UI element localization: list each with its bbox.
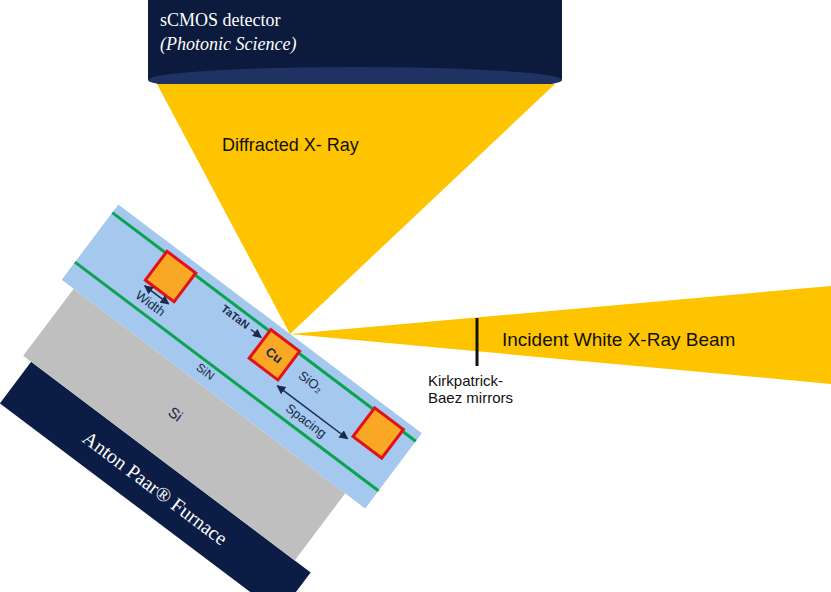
mirror-label: Kirkpatrick- Baez mirrors — [428, 372, 528, 407]
kb-mirror — [476, 318, 479, 366]
cu-line — [249, 330, 299, 380]
node-text: Cu — [263, 344, 286, 366]
node-text: Si — [165, 403, 186, 425]
diffracted-beam-region: Diffracted X- Ray — [222, 134, 363, 156]
detector-box: sCMOS detector(Photonic Science) — [160, 8, 300, 56]
cu-line — [145, 251, 195, 301]
node-text: Incident White X-Ray Beam — [502, 329, 735, 351]
tatan-arrow — [251, 330, 261, 338]
cu-box: Cu — [249, 330, 299, 380]
cap-line — [112, 213, 415, 442]
node-text: SiO₂ — [296, 368, 326, 396]
node-text: Diffracted X- Ray — [222, 134, 359, 156]
incident-beam-region: Incident White X-Ray Beam — [502, 329, 739, 351]
node-text: sCMOS detector — [160, 8, 281, 32]
node-text: (Photonic Science) — [160, 32, 296, 56]
cu-line — [353, 408, 403, 458]
incident-beam — [290, 286, 831, 384]
